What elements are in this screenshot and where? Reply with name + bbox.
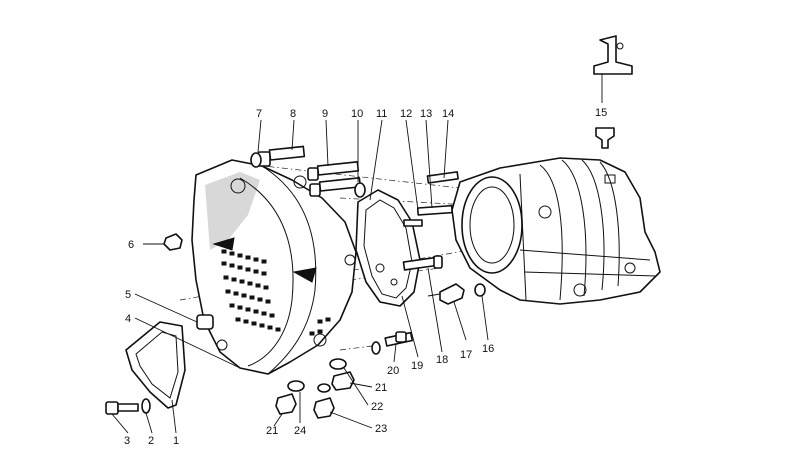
callout-14: 14 <box>442 108 454 120</box>
vent-cap <box>595 127 615 149</box>
sensor-17 <box>427 283 465 305</box>
callout-13: 13 <box>420 108 432 120</box>
callout-16: 16 <box>482 343 494 355</box>
pins-12-13-14 <box>403 171 459 227</box>
callout-15: 15 <box>595 107 607 119</box>
drain-plug-21-upper <box>331 371 355 391</box>
callout-10: 10 <box>351 108 363 120</box>
plug-23 <box>313 397 335 419</box>
bolt-3 <box>105 401 139 415</box>
callout-19: 19 <box>411 360 423 372</box>
intermediate-plate <box>355 189 421 307</box>
sleeve-5 <box>196 314 214 330</box>
washer-10 <box>354 182 366 198</box>
washer-7 <box>250 152 262 168</box>
callout-labels: 7 8 9 10 11 12 13 14 15 6 5 4 3 2 1 16 1… <box>124 107 607 447</box>
seal-ring-24 <box>287 380 331 393</box>
callout-8: 8 <box>290 108 296 120</box>
callout-22: 22 <box>371 401 383 413</box>
callout-3: 3 <box>124 435 130 447</box>
callout-24: 24 <box>294 425 306 437</box>
callout-20: 20 <box>387 365 399 377</box>
callout-21-upper: 21 <box>375 382 387 394</box>
callout-2: 2 <box>148 435 154 447</box>
seal-ring-22 <box>329 358 347 370</box>
drain-plug-21-lower <box>275 393 297 415</box>
callout-9: 9 <box>322 108 328 120</box>
callout-17: 17 <box>460 349 472 361</box>
callout-5: 5 <box>125 289 131 301</box>
callout-7: 7 <box>256 108 262 120</box>
callout-18: 18 <box>436 354 448 366</box>
cover-plate <box>125 321 186 409</box>
leader-lines <box>111 74 603 434</box>
washer-19 <box>371 341 381 355</box>
bolt-8 <box>257 145 306 167</box>
mounting-bracket <box>593 35 633 75</box>
bolt-20 <box>384 331 414 347</box>
callout-12: 12 <box>400 108 412 120</box>
bolt-9-upper <box>307 161 360 181</box>
bell-housing <box>191 159 357 375</box>
washer-2 <box>141 398 151 414</box>
callout-6: 6 <box>128 239 134 251</box>
callout-4: 4 <box>125 313 131 325</box>
transmission-case <box>451 157 661 305</box>
stud-18 <box>402 255 443 271</box>
callout-11: 11 <box>376 108 387 120</box>
callout-23: 23 <box>375 423 387 435</box>
bolt-9-lower <box>309 177 362 197</box>
callout-1: 1 <box>173 435 179 447</box>
vent-grid <box>221 249 331 336</box>
callout-21-lower: 21 <box>266 425 278 437</box>
nut-6 <box>163 233 183 251</box>
plug-16 <box>474 283 486 297</box>
